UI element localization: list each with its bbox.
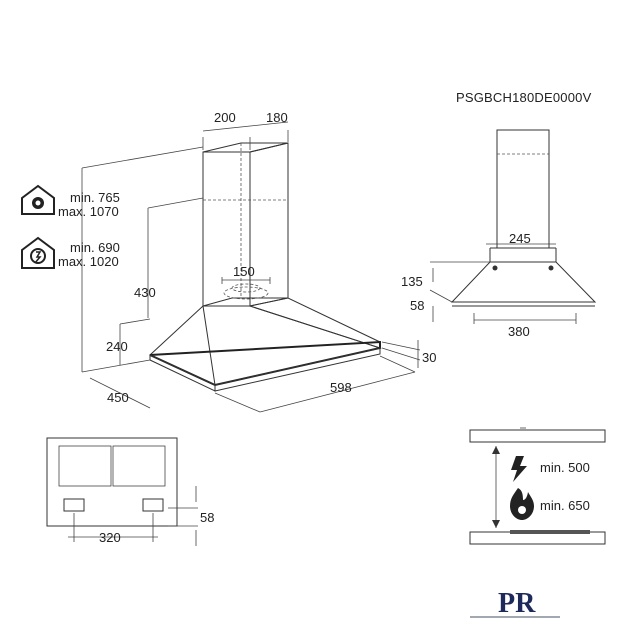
side-view: PSGBCH180DE0000V 245 135 58 380 xyxy=(401,90,597,339)
dim-filter-spacing: 320 xyxy=(99,530,121,545)
gas-clearance: min. 650 xyxy=(540,498,590,513)
dim-bottom-thickness: 30 xyxy=(422,350,436,365)
lightning-icon xyxy=(511,456,527,482)
chimney-side xyxy=(249,142,289,307)
clearance-view: min. 500 min. 650 xyxy=(469,427,606,545)
dim-canopy-height: 240 xyxy=(106,339,128,354)
brand-logo: PR xyxy=(470,588,560,619)
dim-filter-offset: 58 xyxy=(200,510,214,525)
dim-bottom-width: 380 xyxy=(508,324,530,339)
gas-hob-icon xyxy=(21,184,55,215)
model-code: PSGBCH180DE0000V xyxy=(456,90,592,105)
dim-top-height: 135 xyxy=(401,274,423,289)
electric-hob-icon xyxy=(21,236,55,269)
gas-max-label: max. 1070 xyxy=(58,204,119,219)
hood-perspective-view: 200 180 430 150 240 450 598 30 min. 765 xyxy=(21,110,436,413)
dim-chimney-height: 430 xyxy=(134,285,156,300)
electric-clearance: min. 500 xyxy=(540,460,590,475)
bottom-view: 58 320 xyxy=(46,437,214,546)
electric-min-label: min. 690 xyxy=(70,240,120,255)
dim-width: 598 xyxy=(330,380,352,395)
canopy-side xyxy=(248,297,381,349)
flame-icon xyxy=(510,488,534,520)
dim-chimney-depth: 180 xyxy=(266,110,288,125)
dim-outlet: 150 xyxy=(233,264,255,279)
dim-chimney-base: 245 xyxy=(509,231,531,246)
chimney-front xyxy=(202,151,251,307)
dim-depth: 450 xyxy=(107,390,129,405)
gas-min-label: min. 765 xyxy=(70,190,120,205)
electric-max-label: max. 1020 xyxy=(58,254,119,269)
air-outlet xyxy=(223,286,269,300)
chimney-top xyxy=(202,142,289,153)
dim-chimney-width: 200 xyxy=(214,110,236,125)
dim-bottom-height: 58 xyxy=(410,298,424,313)
logo-text: PR xyxy=(498,588,536,619)
hood-bottom xyxy=(149,340,381,387)
